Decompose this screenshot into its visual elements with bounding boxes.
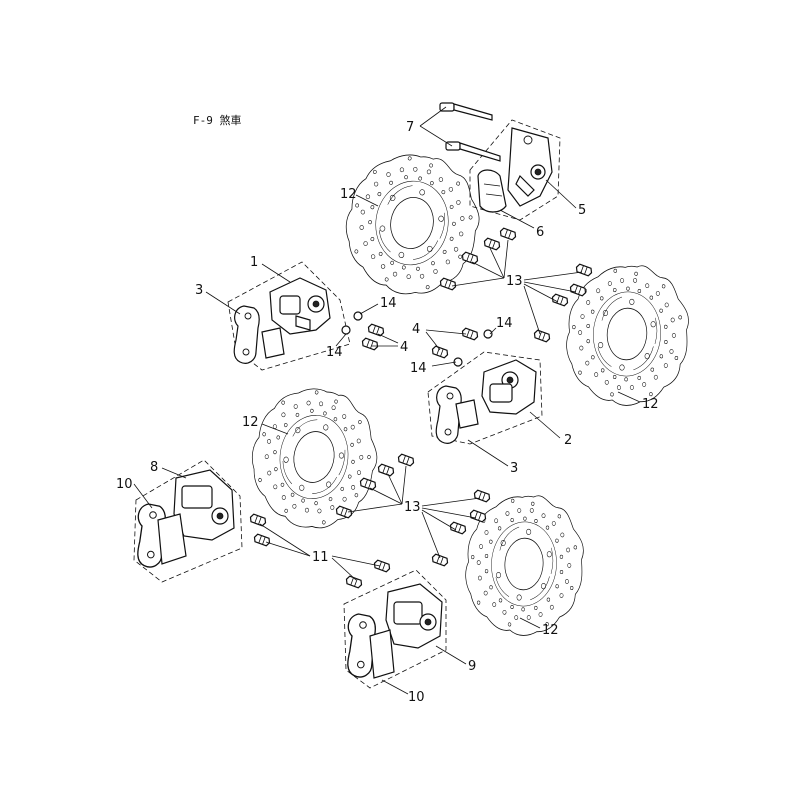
callout-4-b: 4 — [412, 322, 420, 337]
caliper-assembly-1 — [227, 261, 386, 371]
caliper-assembly-9 — [343, 558, 447, 689]
diagram-title: F-9 煞車 — [193, 113, 242, 127]
callout-14-c: 14 — [496, 316, 513, 331]
callout-14-d: 14 — [410, 361, 427, 376]
callout-10-lower: 10 — [408, 690, 425, 705]
callout-labels: 7 5 6 12 13 1 3 14 14 4 4 14 14 12 2 3 1… — [116, 120, 659, 705]
callout-13-lower: 13 — [404, 500, 421, 515]
callout-6: 6 — [536, 225, 544, 240]
callout-12-top: 12 — [340, 187, 357, 202]
bolt-11-b — [252, 532, 272, 548]
callout-9: 9 — [468, 659, 476, 674]
bolt-11-d — [372, 558, 392, 574]
callout-1: 1 — [250, 255, 258, 270]
callout-11: 11 — [312, 550, 329, 565]
callout-14-a: 14 — [380, 296, 397, 311]
bolt-11-a — [248, 512, 268, 528]
brake-pad-3-upper — [233, 305, 260, 364]
callout-12-right: 12 — [642, 397, 659, 412]
caliper-assembly-2 — [427, 326, 543, 445]
leader-lines — [133, 106, 641, 695]
caliper-bolt-7-upper — [439, 102, 493, 121]
callout-13-upper: 13 — [506, 274, 523, 289]
callout-10-upper: 10 — [116, 477, 133, 492]
callout-5: 5 — [578, 203, 586, 218]
brake-pad-6 — [477, 169, 507, 213]
callout-4-a: 4 — [400, 340, 408, 355]
brake-disc-top — [330, 132, 496, 315]
callout-7: 7 — [406, 120, 414, 135]
caliper-bolt-7-lower — [445, 141, 501, 162]
caliper-assembly-8 — [133, 459, 272, 583]
bolt-4-a — [366, 322, 386, 338]
bolt-4-b — [360, 336, 380, 352]
callout-12-middle: 12 — [242, 415, 259, 430]
bolt-4-d — [430, 344, 450, 360]
callout-3-upper: 3 — [195, 283, 203, 298]
callout-14-b: 14 — [326, 345, 343, 360]
callout-3-lower: 3 — [510, 461, 518, 476]
caliper-assembly-top — [439, 102, 561, 221]
callout-8: 8 — [150, 460, 158, 475]
washer-14-b — [341, 325, 351, 335]
washer-14-c — [483, 329, 493, 339]
callout-2: 2 — [564, 433, 572, 448]
callout-12-bottom: 12 — [542, 623, 559, 638]
brake-disc-bottom — [457, 482, 593, 647]
brake-disc-right — [557, 252, 698, 417]
bolt-11-c — [344, 574, 364, 590]
